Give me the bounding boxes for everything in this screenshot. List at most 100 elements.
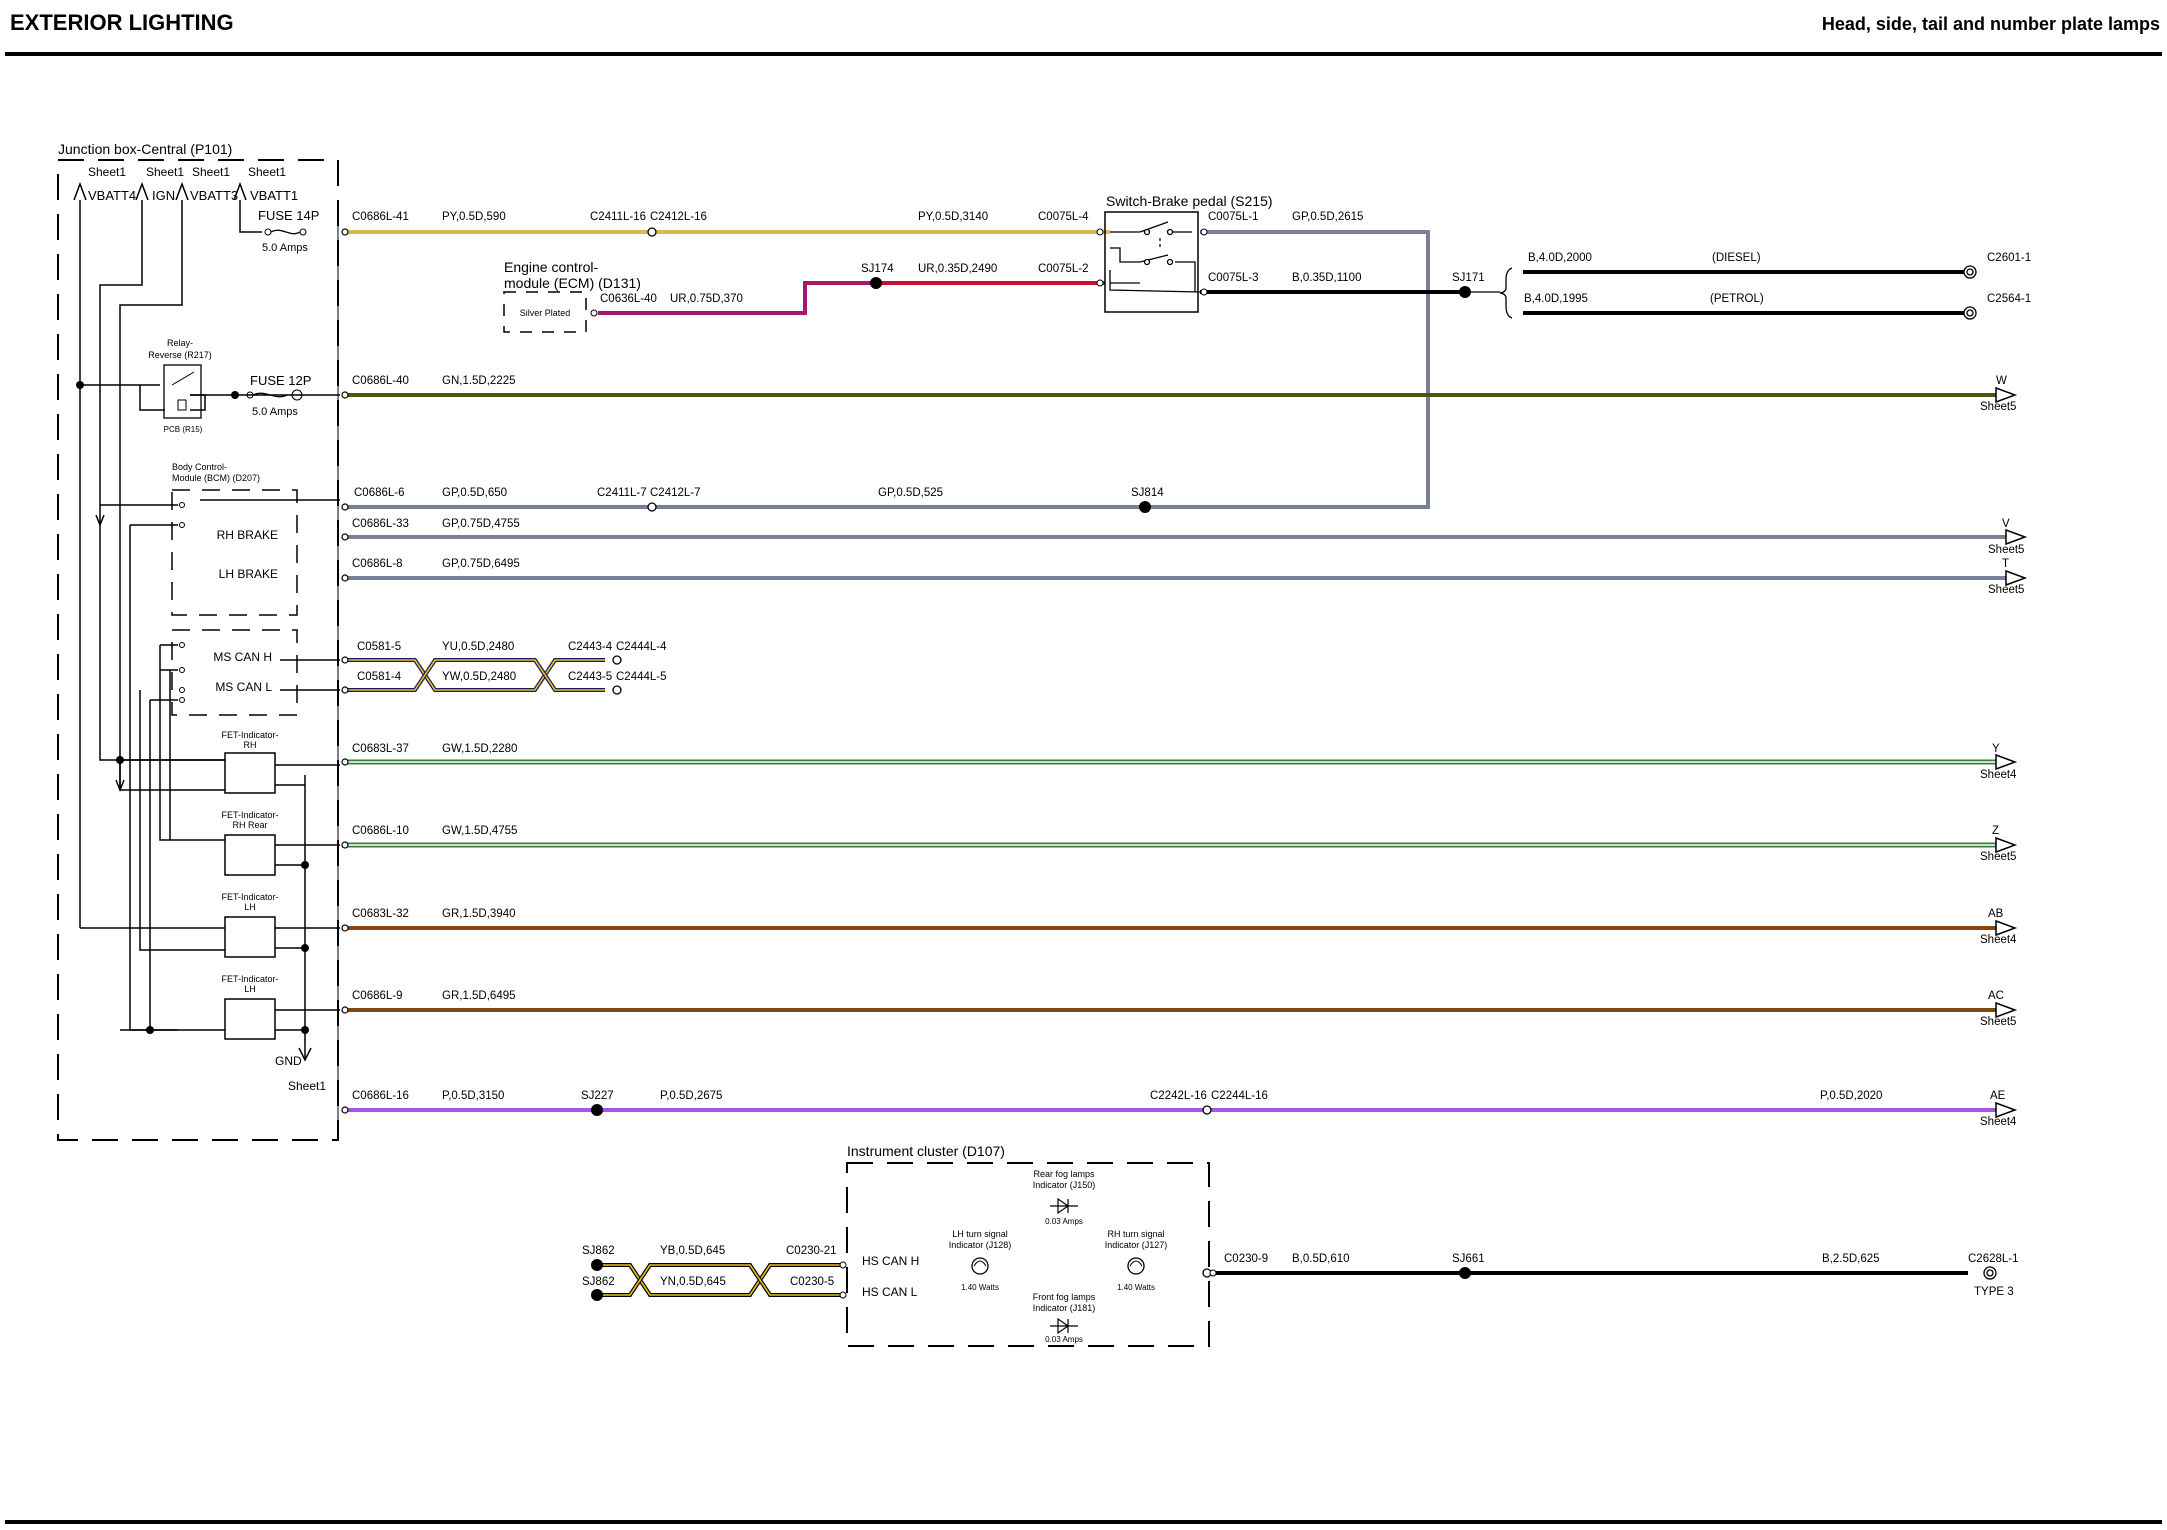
dest-label: AC bbox=[1988, 990, 2004, 1002]
supply-ign: Sheet1 IGN bbox=[135, 165, 184, 203]
inline-connectors bbox=[612, 227, 1997, 1280]
splice-label: SJ661 bbox=[1452, 1253, 1485, 1265]
hs-can-l-label: HS CAN L bbox=[862, 1285, 918, 1299]
connector-label: C2628L-1 bbox=[1968, 1253, 2019, 1265]
svg-text:Sheet1: Sheet1 bbox=[248, 165, 286, 179]
connector-label: C0686L-41 bbox=[352, 211, 409, 223]
junction-dot bbox=[116, 756, 124, 764]
splice-label: SJ227 bbox=[581, 1090, 614, 1102]
svg-text:LH: LH bbox=[244, 902, 256, 912]
splice-label: SJ862 bbox=[582, 1276, 615, 1288]
wire-spec: B,0.35D,1100 bbox=[1292, 272, 1361, 284]
sheet-label: Sheet5 bbox=[1988, 584, 2024, 596]
wire-spec: PY,0.5D,590 bbox=[442, 211, 506, 223]
connector-label: C2412L-16 bbox=[650, 211, 707, 223]
svg-text:Indicator (J181): Indicator (J181) bbox=[1033, 1303, 1096, 1313]
dest-label: Z bbox=[1992, 825, 1999, 837]
splice-sj174 bbox=[870, 277, 882, 289]
wire-spec: GP,0.75D,6495 bbox=[442, 558, 520, 570]
brake-switch: Switch-Brake pedal (S215) bbox=[1096, 193, 1273, 313]
wire-spec: YB,0.5D,645 bbox=[660, 1245, 725, 1257]
connector-label: C0686L-6 bbox=[354, 487, 405, 499]
down-arrow bbox=[115, 779, 125, 793]
svg-text:Indicator (J128): Indicator (J128) bbox=[949, 1240, 1012, 1250]
splice-sj862 bbox=[591, 1289, 603, 1301]
splice-label: SJ814 bbox=[1131, 487, 1164, 499]
wire-spec: P,0.5D,3150 bbox=[442, 1090, 504, 1102]
wire-spec: GP,0.5D,525 bbox=[878, 487, 943, 499]
svg-text:Body Control-: Body Control- bbox=[172, 462, 227, 472]
connector-label: C0686L-9 bbox=[352, 990, 403, 1002]
wire-spec: GP,0.5D,2615 bbox=[1292, 211, 1363, 223]
connector-label: C0075L-1 bbox=[1208, 211, 1259, 223]
svg-text:FET-Indicator-: FET-Indicator- bbox=[221, 892, 278, 902]
connector-label: C0683L-37 bbox=[352, 743, 409, 755]
svg-text:RH turn signal: RH turn signal bbox=[1107, 1229, 1164, 1239]
sheet-label: Sheet4 bbox=[1980, 1116, 2017, 1128]
splice-sj814 bbox=[1139, 501, 1151, 513]
ecm-note: Silver Plated bbox=[520, 308, 571, 318]
bcm-module: Body Control- Module (BCM) (D207) RH BRA… bbox=[171, 462, 340, 716]
sheet-label: Sheet5 bbox=[1980, 1016, 2016, 1028]
junction-dot bbox=[301, 944, 309, 952]
connector-label: C2443-5 bbox=[568, 671, 612, 683]
fet-indicator-lh: FET-Indicator- LH bbox=[221, 974, 279, 1040]
svg-text:5.0 Amps: 5.0 Amps bbox=[262, 242, 308, 254]
wire-spec: B,2.5D,625 bbox=[1822, 1253, 1880, 1265]
wire-yw-tracer bbox=[345, 659, 605, 691]
variant-label: (PETROL) bbox=[1710, 293, 1764, 305]
svg-text:FUSE 14P: FUSE 14P bbox=[258, 208, 319, 223]
junction-box: Junction box-Central (P101) Sheet1 VBATT… bbox=[57, 141, 340, 1141]
wire-spec: P,0.5D,2675 bbox=[660, 1090, 722, 1102]
dest-label: AE bbox=[1990, 1090, 2006, 1102]
relay-reverse: Relay- Reverse (R217) PCB (R15) bbox=[148, 338, 212, 434]
supply-vbatt1: Sheet1 VBATT1 bbox=[233, 165, 298, 203]
splice-label: SJ174 bbox=[861, 263, 894, 275]
wire-spec: P,0.5D,2020 bbox=[1820, 1090, 1882, 1102]
connector-label: C2601-1 bbox=[1987, 252, 2031, 264]
connector-label: C0075L-4 bbox=[1038, 211, 1089, 223]
svg-text:0.03 Amps: 0.03 Amps bbox=[1045, 1335, 1083, 1344]
wire-ur bbox=[598, 281, 875, 315]
wire-yu-tracer bbox=[345, 659, 605, 691]
connector-label: C0230-9 bbox=[1224, 1253, 1268, 1265]
gnd-sheet-label: Sheet1 bbox=[288, 1079, 326, 1093]
splice-sj227 bbox=[591, 1104, 603, 1116]
down-arrow bbox=[95, 514, 105, 528]
ecm-module: Engine control- module (ECM) (D131) Silv… bbox=[503, 259, 641, 333]
page-subtitle: Head, side, tail and number plate lamps bbox=[1822, 14, 2160, 34]
connector-label: C0686L-8 bbox=[352, 558, 403, 570]
wire-spec: GR,1.5D,3940 bbox=[442, 908, 516, 920]
sheet-label: Sheet5 bbox=[1980, 851, 2016, 863]
wire-spec: UR,0.35D,2490 bbox=[918, 263, 997, 275]
sheet-label: Sheet4 bbox=[1980, 769, 2017, 781]
variant-label: (DIESEL) bbox=[1712, 252, 1761, 264]
rh-turn-indicator: RH turn signal Indicator (J127) 1.40 Wat… bbox=[1105, 1229, 1168, 1292]
ms-can-h-label: MS CAN H bbox=[213, 650, 272, 664]
wire-spec: GR,1.5D,6495 bbox=[442, 990, 516, 1002]
wire-spec: B,4.0D,2000 bbox=[1528, 252, 1592, 264]
svg-text:PCB (R15): PCB (R15) bbox=[164, 425, 203, 434]
sheet-label: Sheet4 bbox=[1980, 934, 2017, 946]
hs-can-h-label: HS CAN H bbox=[862, 1254, 919, 1268]
svg-text:LH turn signal: LH turn signal bbox=[952, 1229, 1008, 1239]
supply-label: VBATT4 bbox=[88, 188, 136, 203]
junction-box-outline bbox=[57, 159, 339, 1141]
wire-spec: YU,0.5D,2480 bbox=[442, 641, 514, 653]
dest-label: Y bbox=[1992, 743, 2000, 755]
wires bbox=[345, 230, 2008, 1297]
wire-spec: GP,0.75D,4755 bbox=[442, 518, 520, 530]
svg-text:0.03 Amps: 0.03 Amps bbox=[1045, 1217, 1083, 1226]
connector-label: C2244L-16 bbox=[1211, 1090, 1268, 1102]
connector-label: C0683L-32 bbox=[352, 908, 409, 920]
wire-spec: GN,1.5D,2225 bbox=[442, 375, 516, 387]
wire-spec: PY,0.5D,3140 bbox=[918, 211, 988, 223]
sheet-label: Sheet5 bbox=[1988, 544, 2024, 556]
front-fog-indicator: Front fog lamps Indicator (J181) 0.03 Am… bbox=[1033, 1292, 1096, 1344]
wire-spec: B,4.0D,1995 bbox=[1524, 293, 1588, 305]
wire-spec: B,0.5D,610 bbox=[1292, 1253, 1350, 1265]
dest-label: W bbox=[1996, 375, 2007, 387]
fet-indicator-rh: FET-Indicator- RH bbox=[221, 730, 279, 794]
fuse-12p: FUSE 12P 5.0 Amps bbox=[246, 373, 311, 418]
